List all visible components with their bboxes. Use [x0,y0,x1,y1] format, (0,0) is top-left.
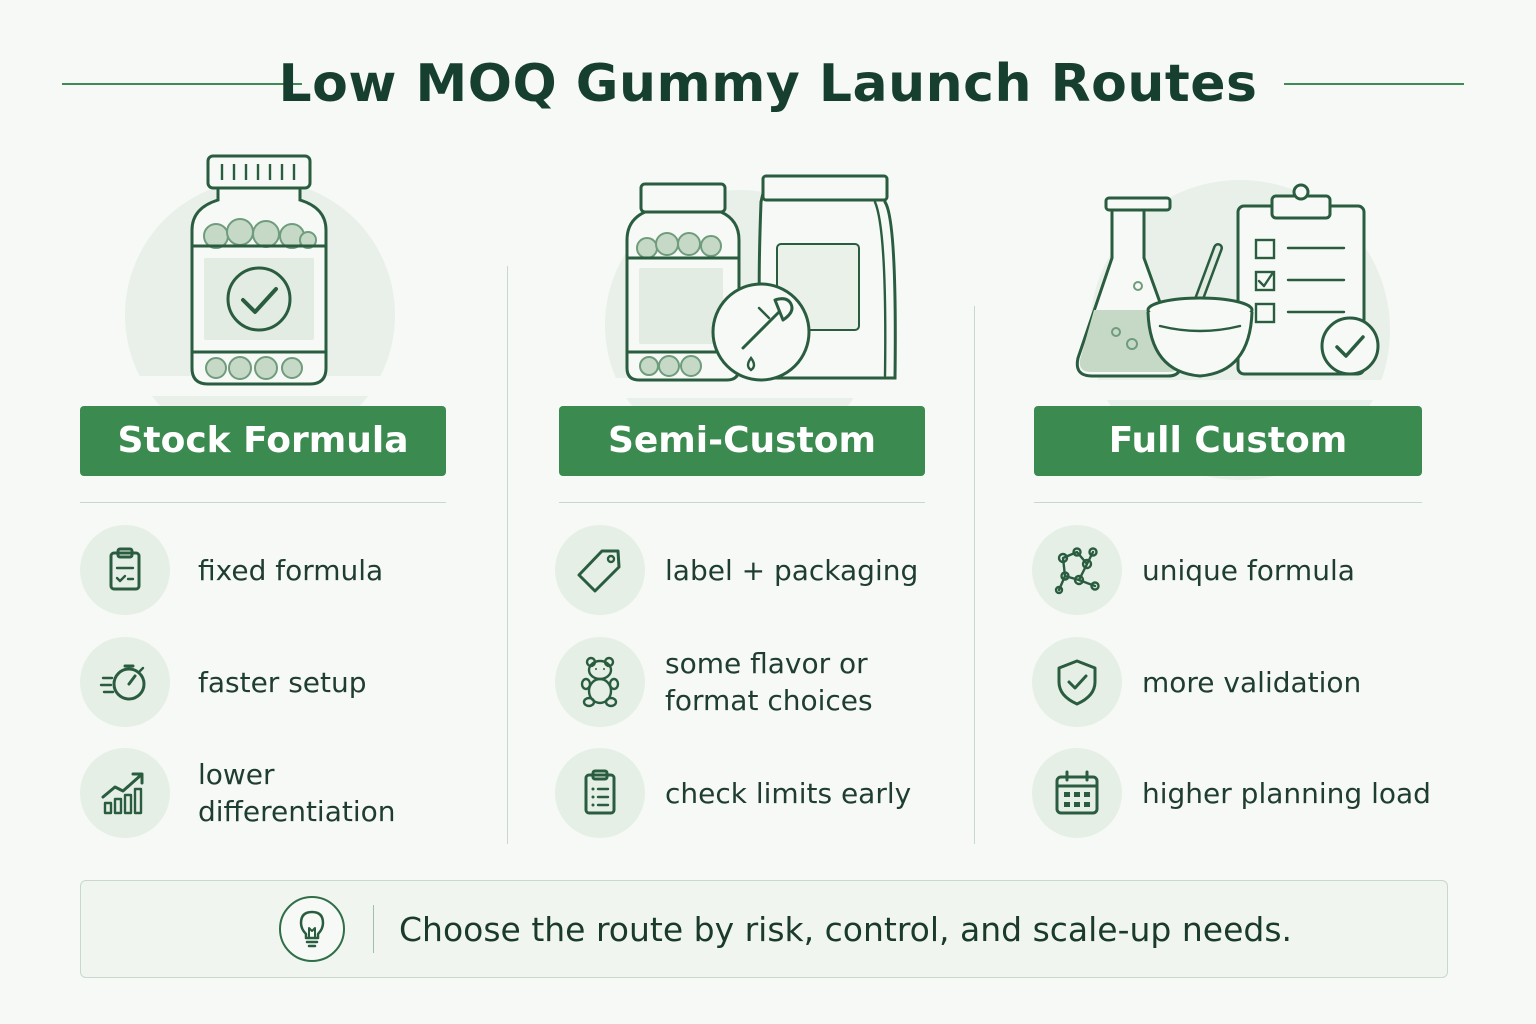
icon-badge [80,637,170,727]
item-text: unique formula [1142,553,1355,587]
icon-badge [1032,525,1122,615]
list-item: faster setup [80,637,470,727]
item-text: some flavor or format choices [665,647,873,717]
molecule-icon [1054,547,1100,595]
column-divider-2 [974,306,975,844]
item-text: more validation [1142,665,1362,699]
item-text: fixed formula [198,553,384,587]
checklist-clipboard-icon [584,769,616,815]
gummy-bear-icon [580,656,620,708]
icon-badge [555,748,645,838]
footer-callout: Choose the route by risk, control, and s… [80,880,1448,978]
lightbulb-badge [279,896,345,962]
route-title-semi: Semi-Custom [559,406,925,476]
list-item: more validation [1032,637,1452,727]
flask-mortar-clipboard-illustration [1032,183,1452,400]
jar-pouch-dropper-illustration [555,174,955,398]
route-rule [1034,502,1422,503]
title-row: Low MOQ Gummy Launch Routes [0,52,1536,116]
route-title-full: Full Custom [1034,406,1422,476]
list-item: check limits early [555,748,955,838]
column-divider-1 [507,266,508,844]
gummy-jar-check-illustration [80,154,470,396]
icon-badge [555,525,645,615]
title-rule-left [62,83,302,85]
list-item: label + packaging [555,525,955,615]
item-text: lower differentiation [198,758,396,828]
route-column-stock: Stock Formula fixed formula [80,140,470,860]
stopwatch-speed-icon [99,664,146,701]
route-title-stock: Stock Formula [80,406,446,476]
title-rule-right [1284,83,1464,85]
shield-check-icon [1057,659,1097,706]
item-text: check limits early [665,776,912,810]
icon-badge [80,525,170,615]
list-item: some flavor or format choices [555,637,955,727]
route-rule [80,502,446,503]
route-column-semi: Semi-Custom label + packaging s [555,140,955,860]
icon-badge [1032,748,1122,838]
item-text: higher planning load [1142,776,1431,810]
route-column-full: Full Custom unique formula [1032,140,1452,860]
growth-chart-icon [101,772,144,815]
route-rule [559,502,925,503]
calendar-icon [1055,770,1099,815]
list-item: higher planning load [1032,748,1452,838]
list-item: fixed formula [80,525,470,615]
list-item: unique formula [1032,525,1452,615]
footer-separator [373,905,374,953]
item-text: label + packaging [665,553,919,587]
list-item: lower differentiation [80,748,470,838]
icon-badge [555,637,645,727]
lightbulb-icon [299,910,325,948]
page-title: Low MOQ Gummy Launch Routes [278,54,1258,114]
icon-badge [1032,637,1122,727]
clipboard-check-icon [109,547,141,591]
tag-icon [577,549,621,593]
item-text: faster setup [198,665,367,699]
icon-badge [80,748,170,838]
footer-text: Choose the route by risk, control, and s… [399,909,1293,949]
